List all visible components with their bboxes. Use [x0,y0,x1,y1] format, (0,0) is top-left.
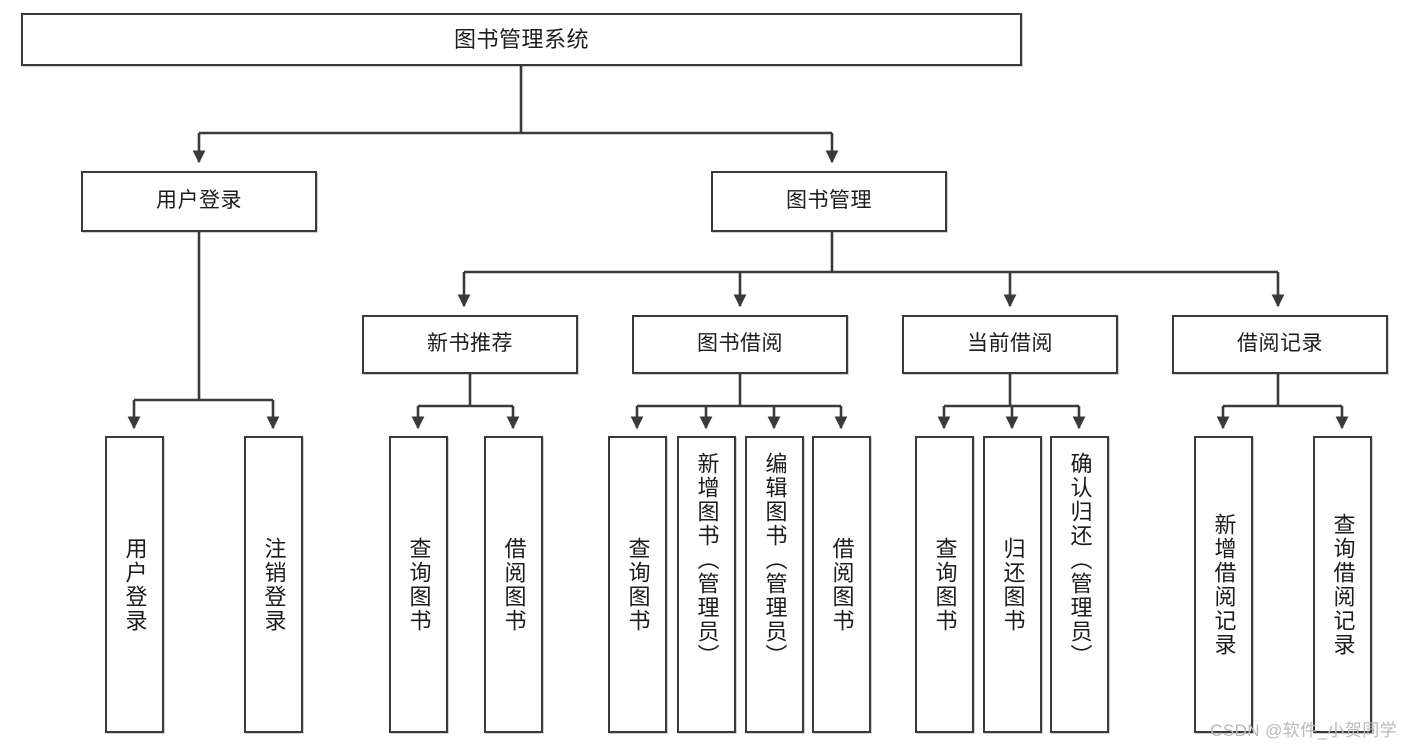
leaf-add-borrow-record[interactable]: 新增借阅记录 [1194,436,1253,733]
node-label: 图书借阅 [697,332,783,356]
node-label: 新书推荐 [427,332,513,356]
leaf-borrow-book-recommend[interactable]: 借阅图书 [484,436,543,733]
node-label: 用户登录 [122,536,148,633]
node-label: 查询图书 [406,536,432,633]
leaf-borrow-book[interactable]: 借阅图书 [812,436,871,733]
node-label: 新增借阅记录 [1211,512,1237,657]
node-user-login[interactable]: 用户登录 [81,171,317,232]
node-label: 归还图书 [1000,536,1026,633]
node-label: 查询图书 [625,536,651,633]
leaf-user-login[interactable]: 用户登录 [105,436,164,733]
node-label: 查询借阅记录 [1330,512,1356,657]
node-borrow-record[interactable]: 借阅记录 [1172,315,1388,374]
csdn-watermark: CSDN @软件_小贺同学 [1210,721,1397,740]
leaf-query-book-current[interactable]: 查询图书 [915,436,974,733]
node-label: 图书管理 [786,189,872,213]
leaf-query-book-recommend[interactable]: 查询图书 [389,436,448,733]
node-label: 用户登录 [156,189,242,213]
node-new-book-recommend[interactable]: 新书推荐 [362,315,578,374]
node-label: 借阅图书 [829,536,855,633]
leaf-query-book-borrow[interactable]: 查询图书 [608,436,667,733]
node-book-borrow[interactable]: 图书借阅 [632,315,848,374]
node-label: 查询图书 [932,536,958,633]
node-label: 确认归还（管理员） [1067,452,1093,668]
leaf-return-book[interactable]: 归还图书 [983,436,1042,733]
leaf-logout[interactable]: 注销登录 [244,436,303,733]
node-book-management[interactable]: 图书管理 [711,171,947,232]
leaf-confirm-return-admin[interactable]: 确认归还（管理员） [1050,436,1109,733]
node-label: 图书管理系统 [453,26,589,52]
leaf-query-borrow-record[interactable]: 查询借阅记录 [1313,436,1372,733]
node-current-borrow[interactable]: 当前借阅 [902,315,1118,374]
node-label: 新增图书（管理员） [694,452,720,668]
node-label: 当前借阅 [967,332,1053,356]
node-root-system[interactable]: 图书管理系统 [21,13,1022,66]
leaf-edit-book-admin[interactable]: 编辑图书（管理员） [745,436,804,733]
leaf-add-book-admin[interactable]: 新增图书（管理员） [677,436,736,733]
node-label: 借阅记录 [1237,332,1323,356]
node-label: 编辑图书（管理员） [762,452,788,668]
node-label: 注销登录 [261,536,287,633]
node-label: 借阅图书 [501,536,527,633]
